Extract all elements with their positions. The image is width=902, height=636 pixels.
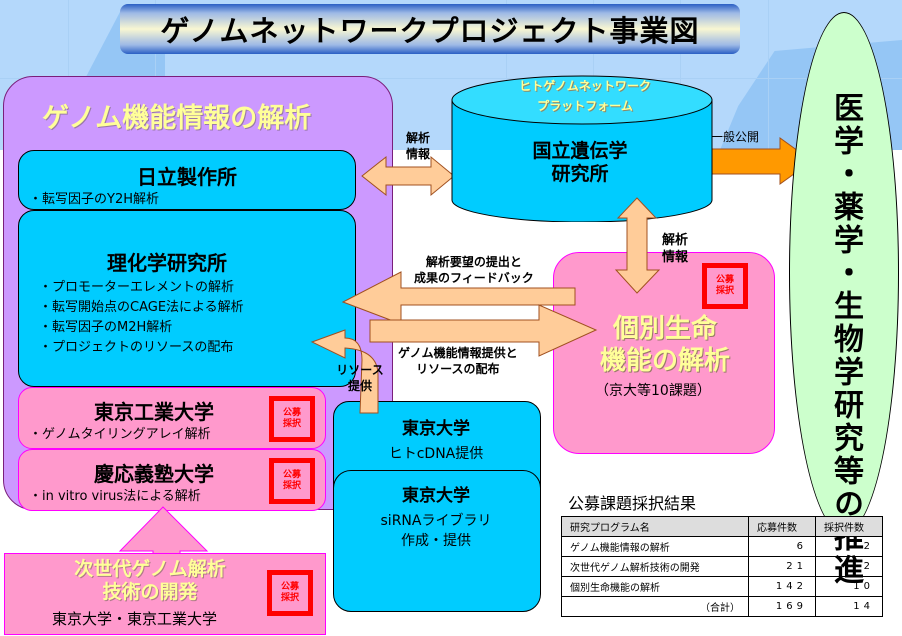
label-line: リソース — [336, 363, 384, 377]
program-name: 次世代ゲノム解析技術の開発 — [561, 556, 749, 577]
label-line: 解析 — [662, 233, 689, 248]
keio-item: ・in vitro virus法による解析 — [29, 489, 201, 504]
seal-text: 採択 — [282, 481, 301, 491]
riken-item: ・プロジェクトのリソースの配布 — [39, 340, 234, 355]
seal-text: 採択 — [280, 593, 299, 603]
riken-name: 理化学研究所 — [107, 251, 227, 275]
individual-function-title: 個別生命 機能の解析 — [590, 313, 740, 377]
tokyo-tech-name: 東京工業大学 — [94, 400, 214, 424]
outcome-ellipse — [789, 12, 899, 534]
individual-function-subtitle: （京大等10課題） — [595, 383, 711, 399]
program-name: 個別生命機能の解析 — [561, 576, 749, 597]
nig-name-line: 研究所 — [551, 163, 609, 185]
tokyo-univ-name: 東京大学 — [402, 419, 470, 439]
label-line: 情報 — [662, 250, 689, 265]
results-table: 研究プログラム名 応募件数 採択件数 ゲノム機能情報の解析 6 2 次世代ゲノム… — [561, 516, 883, 617]
table-header-row: 研究プログラム名 応募件数 採択件数 — [561, 516, 883, 537]
open-call-seal: 公募 採択 — [702, 263, 748, 309]
tokyo-univ-sirna-desc: siRNAライブラリ 作成・提供 — [333, 511, 539, 551]
platform-top-label: ヒトゲノムネットワーク プラットフォーム — [490, 76, 680, 116]
accepted: 10 — [815, 576, 883, 597]
tokyo-tech-item: ・ゲノムタイリングアレイ解析 — [29, 427, 211, 442]
seal-text: 採択 — [715, 286, 734, 296]
label-line: ゲノム機能情報提供と — [398, 346, 518, 360]
accepted: 2 — [815, 536, 883, 557]
title-line: 個別生命 — [612, 314, 717, 344]
table-total-row: （合計） 169 14 — [561, 596, 883, 617]
column-header: 研究プログラム名 — [561, 516, 749, 537]
platform-top-line: プラットフォーム — [537, 99, 633, 113]
table-row: ゲノム機能情報の解析 6 2 — [561, 536, 883, 557]
nig-label: 国立遺伝学 研究所 — [500, 140, 660, 186]
column-header: 採択件数 — [815, 516, 883, 537]
hitachi-box: 日立製作所 ・転写因子のY2H解析 — [18, 150, 356, 210]
label-line: リソースの配布 — [416, 362, 500, 376]
next-gen-title-line: 技術の開発 — [102, 581, 198, 603]
table-row: 個別生命機能の解析 142 10 — [561, 576, 883, 597]
nig-name-line: 国立遺伝学 — [532, 140, 628, 162]
open-call-seal: 公募 採択 — [269, 458, 315, 504]
cylinder-top — [451, 75, 713, 125]
label-line: 成果のフィードバック — [414, 271, 534, 285]
tokyo-univ-sirna-box — [333, 470, 541, 612]
applications-total: 169 — [748, 596, 816, 617]
riken-item: ・プロモーターエレメントの解析 — [39, 280, 235, 295]
analysis-info-label-left: 解析 情報 — [406, 130, 430, 162]
label-line: 解析 — [406, 131, 431, 145]
riken-item: ・転写開始点のCAGE法による解析 — [39, 300, 244, 315]
next-gen-subtitle: 東京大学・東京工業大学 — [52, 610, 218, 628]
total-label: （合計） — [561, 596, 749, 617]
accepted: 2 — [815, 556, 883, 577]
desc-line: siRNAライブラリ — [380, 513, 492, 529]
seal-text: 公募 — [280, 582, 299, 592]
desc-line: 作成・提供 — [401, 533, 471, 549]
column-header: 応募件数 — [748, 516, 816, 537]
title-banner: ゲノムネットワークプロジェクト事業図 — [120, 4, 740, 54]
next-gen-title: 次世代ゲノム解析 技術の開発 — [30, 558, 270, 604]
applications: 6 — [748, 536, 816, 557]
open-call-seal: 公募 採択 — [267, 570, 313, 616]
table-row: 次世代ゲノム解析技術の開発 21 2 — [561, 556, 883, 577]
up-arrow — [118, 506, 209, 557]
tokyo-univ-cdna-desc: ヒトcDNA提供 — [388, 446, 484, 462]
next-gen-title-line: 次世代ゲノム解析 — [74, 558, 226, 580]
results-table-title: 公募課題採択結果 — [568, 494, 697, 513]
applications: 21 — [748, 556, 816, 577]
feedback-label: 解析要望の提出と 成果のフィードバック — [414, 254, 534, 286]
applications: 142 — [748, 576, 816, 597]
seal-text: 公募 — [715, 275, 734, 285]
hitachi-name: 日立製作所 — [137, 165, 237, 189]
label-line: 解析要望の提出と — [425, 255, 522, 269]
page-title: ゲノムネットワークプロジェクト事業図 — [160, 14, 700, 48]
analysis-info-label-down: 解析 情報 — [662, 232, 688, 266]
platform-cylinder — [451, 75, 713, 222]
program-name: ゲノム機能情報の解析 — [561, 536, 749, 557]
public-release-label: 一般公開 — [711, 130, 760, 144]
provide-label: ゲノム機能情報提供と リソースの配布 — [398, 345, 518, 377]
seal-text: 公募 — [282, 408, 301, 418]
double-arrow-analysis-info — [361, 155, 455, 197]
keio-name: 慶応義塾大学 — [94, 462, 214, 486]
tokyo-univ-name: 東京大学 — [402, 486, 470, 506]
label-line: 提供 — [347, 379, 372, 393]
cylinder-body — [451, 99, 713, 222]
riken-item: ・転写因子のM2H解析 — [39, 320, 173, 335]
resource-label: リソース 提供 — [334, 362, 386, 394]
hitachi-item: ・転写因子のY2H解析 — [29, 192, 159, 207]
riken-box: 理化学研究所 ・プロモーターエレメントの解析 ・転写開始点のCAGE法による解析… — [18, 210, 356, 387]
genome-function-title: ゲノム機能情報の解析 — [42, 103, 312, 134]
seal-text: 公募 — [282, 470, 301, 480]
outcome-text: 医学・薬学・生物学研究等の推進 — [828, 92, 863, 587]
label-line: 情報 — [406, 147, 431, 161]
title-line: 機能の解析 — [599, 346, 730, 376]
seal-text: 採択 — [282, 419, 301, 429]
open-call-seal: 公募 採択 — [269, 396, 315, 442]
platform-top-line: ヒトゲノムネットワーク — [519, 79, 651, 93]
accepted-total: 14 — [815, 596, 883, 617]
